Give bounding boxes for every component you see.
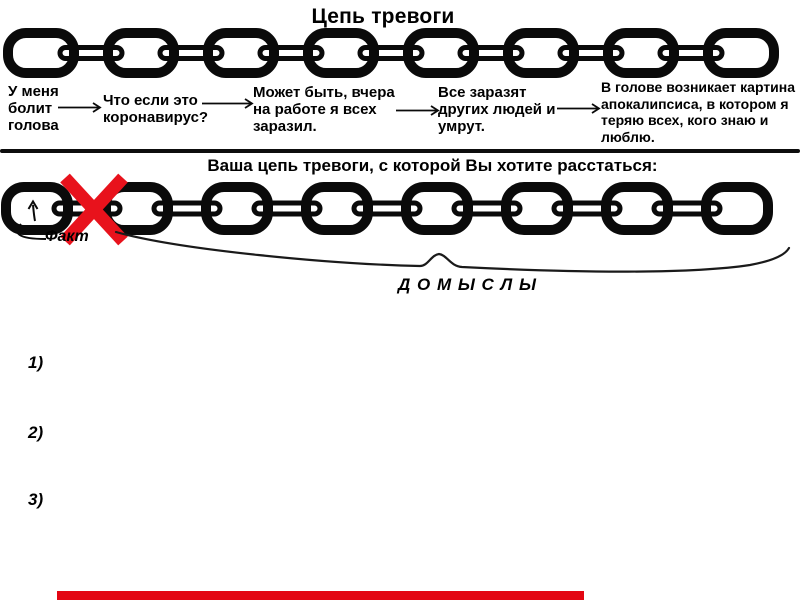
step-text-5: В голове возникает картина апокалипсиса,… [601,79,796,145]
list-item-number-3: 3) [28,490,44,509]
bottom-red-bar [57,591,584,600]
list-item-number-1: 1) [28,353,44,372]
step-text-3: Может быть, вчера на работе я всех зараз… [253,84,395,135]
fact-arrow-icon [16,199,47,240]
step-text-4: Все заразят других людей и умрут. [438,84,556,135]
cross-out-icon [60,173,128,246]
flow-arrow-icon [58,102,102,113]
step-text-1: У меня болит голова [8,83,59,134]
flow-arrow-icon [396,105,440,116]
flow-arrow-icon [557,103,601,114]
example-chain-graphic [3,28,779,78]
flow-arrow-icon [202,98,254,109]
fact-label: Факт [45,228,89,245]
speculations-brace [114,230,791,273]
speculations-label: Д О М Ы С Л Ы [398,275,537,294]
list-item-number-2: 2) [28,423,44,442]
section-divider [0,149,800,153]
your-chain-heading: Ваша цепь тревоги, с которой Вы хотите р… [207,156,658,175]
step-text-2: Что если это коронавирус? [103,92,209,126]
page-title: Цепь тревоги [311,5,455,28]
